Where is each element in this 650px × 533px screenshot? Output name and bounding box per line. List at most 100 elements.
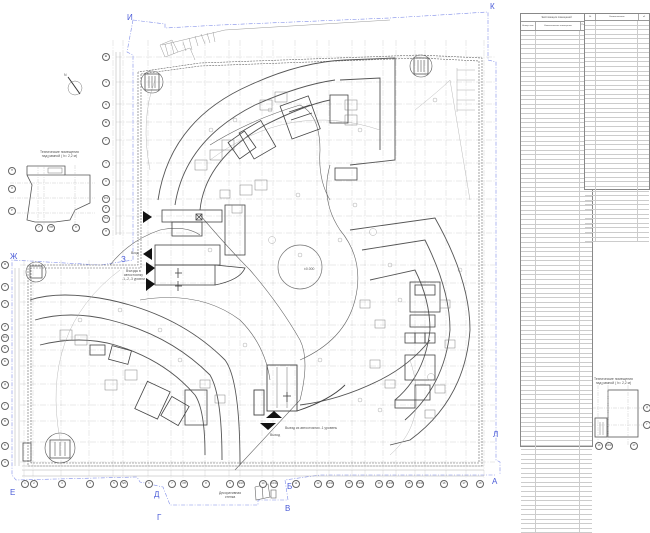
table-row [521, 49, 592, 55]
table-cell [536, 307, 581, 312]
tech-room-right-note: Технические помещения над рампой ( h= 2,… [594, 377, 633, 385]
table-cell [638, 118, 649, 122]
table-row [521, 215, 592, 220]
table-cell [521, 441, 537, 445]
table-cell [521, 455, 537, 459]
table-cell [536, 418, 581, 422]
table-cell [580, 391, 592, 395]
table-cell [536, 514, 581, 519]
table-cell [536, 261, 581, 266]
table-cell [585, 163, 597, 168]
table-cell [521, 468, 537, 473]
table-cell [521, 35, 537, 40]
table-cell [536, 219, 581, 224]
table-row [521, 528, 592, 533]
table-cell [536, 312, 581, 316]
axis-bubble: Р/1 [102, 195, 110, 203]
table-cell [521, 427, 537, 432]
axis-bubble: Л [1, 283, 9, 291]
table-cell [596, 34, 639, 39]
table-cell [536, 408, 581, 413]
table-cell [596, 76, 639, 80]
table-row [521, 169, 592, 174]
table-cell [521, 40, 537, 44]
table-cell [585, 205, 597, 209]
entry-arrows [143, 211, 282, 430]
table-row [521, 514, 592, 520]
table-cell [536, 183, 581, 187]
table-cell [596, 173, 639, 177]
table-cell [585, 76, 597, 80]
table-row [521, 178, 592, 184]
table-cell [521, 321, 537, 325]
table-row [521, 233, 592, 239]
table-cell [536, 404, 581, 408]
table-cell [536, 302, 581, 307]
table-cell [536, 201, 581, 206]
table-row [521, 473, 592, 479]
table-cell [580, 308, 592, 312]
table-cell [585, 173, 597, 177]
table-cell [521, 113, 537, 118]
table-row [585, 94, 649, 100]
core-lower-left [89, 344, 208, 427]
table-cell [596, 53, 639, 57]
table-cell [536, 326, 581, 330]
table-cell [596, 228, 639, 233]
table-cell [536, 100, 581, 104]
table-cell [521, 298, 537, 302]
table-cell [521, 307, 537, 312]
table-cell [638, 238, 649, 242]
table-row [521, 450, 592, 456]
table-cell [521, 408, 537, 413]
table-cell [580, 285, 592, 289]
table-cell [580, 266, 592, 270]
table-cell [580, 367, 592, 371]
table-cell [521, 164, 537, 169]
table-cell [580, 441, 592, 445]
table-row [521, 243, 592, 248]
table-cell [521, 233, 537, 238]
table-row [521, 113, 592, 119]
table-cell [521, 72, 537, 77]
table-cell [638, 187, 649, 191]
room-schedule-table-right: № Наименование м² [584, 13, 650, 243]
table-header-cell: Номер пом. [521, 22, 536, 30]
table-row [521, 289, 592, 294]
table-cell [638, 127, 649, 131]
table-row [521, 196, 592, 202]
table-row [521, 344, 592, 350]
table-cell [521, 344, 537, 349]
table-cell [521, 266, 537, 270]
table-cell [536, 436, 581, 441]
table-cell [596, 25, 639, 30]
table-cell [580, 455, 592, 459]
svg-text:N: N [64, 73, 67, 77]
table-cell [580, 257, 592, 261]
tech-room-left-note: Технические помещения над рампой ( h= 2,… [40, 150, 79, 158]
table-row [521, 266, 592, 271]
table-cell [521, 436, 537, 441]
table-cell [521, 261, 537, 266]
table-row [585, 44, 649, 49]
table-row [521, 321, 592, 326]
axis-bubble: 11 [292, 480, 300, 488]
table-row [521, 160, 592, 165]
table-cell [521, 63, 537, 67]
table-cell [638, 104, 649, 108]
table-cell [638, 67, 649, 71]
table-row [585, 219, 649, 224]
table-cell [596, 44, 639, 48]
table-row [521, 81, 592, 87]
table-row [585, 186, 649, 192]
table-cell [521, 58, 537, 63]
table-cell [638, 201, 649, 205]
table-cell [580, 450, 592, 454]
room-tags [77, 97, 463, 413]
table-cell [521, 109, 537, 113]
table-cell [521, 418, 537, 422]
table-cell [596, 122, 639, 127]
axis-bubble: Е [1, 358, 9, 366]
axis-bubble: 5 [110, 480, 118, 488]
axis-bubble: 12 [314, 480, 322, 488]
